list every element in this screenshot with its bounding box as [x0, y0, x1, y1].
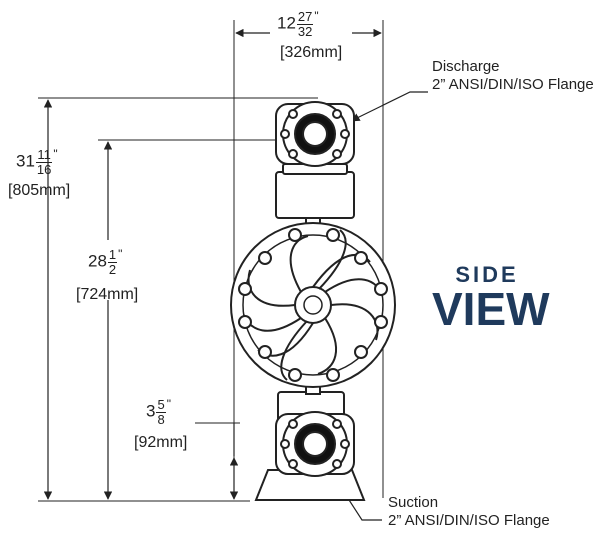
suction-title: Suction: [388, 494, 439, 511]
overall-height-metric: [805mm]: [8, 182, 71, 199]
side-view-label: SIDE VIEW: [432, 262, 550, 335]
width-extension-lines: [233, 20, 384, 498]
view-label-line2: VIEW: [432, 283, 550, 335]
width-metric: [326mm]: [280, 44, 343, 61]
suction-flange: [275, 411, 355, 477]
suction-callout: Suction 2” ANSI/DIN/ISO Flange: [388, 494, 550, 530]
discharge-callout: Discharge 2” ANSI/DIN/ISO Flange: [432, 58, 594, 94]
housing-bolts: [238, 228, 388, 382]
discharge-title: Discharge: [432, 58, 500, 75]
view-label-line1: SIDE: [455, 262, 519, 287]
height-dimension-lines: [43, 99, 239, 500]
discharge-flange: [275, 101, 355, 167]
suction-spec: 2” ANSI/DIN/ISO Flange: [388, 512, 550, 529]
discharge-height-metric: [724mm]: [76, 286, 139, 303]
suction-height-metric: [92mm]: [134, 434, 188, 451]
discharge-spec: 2” ANSI/DIN/ISO Flange: [432, 76, 594, 93]
